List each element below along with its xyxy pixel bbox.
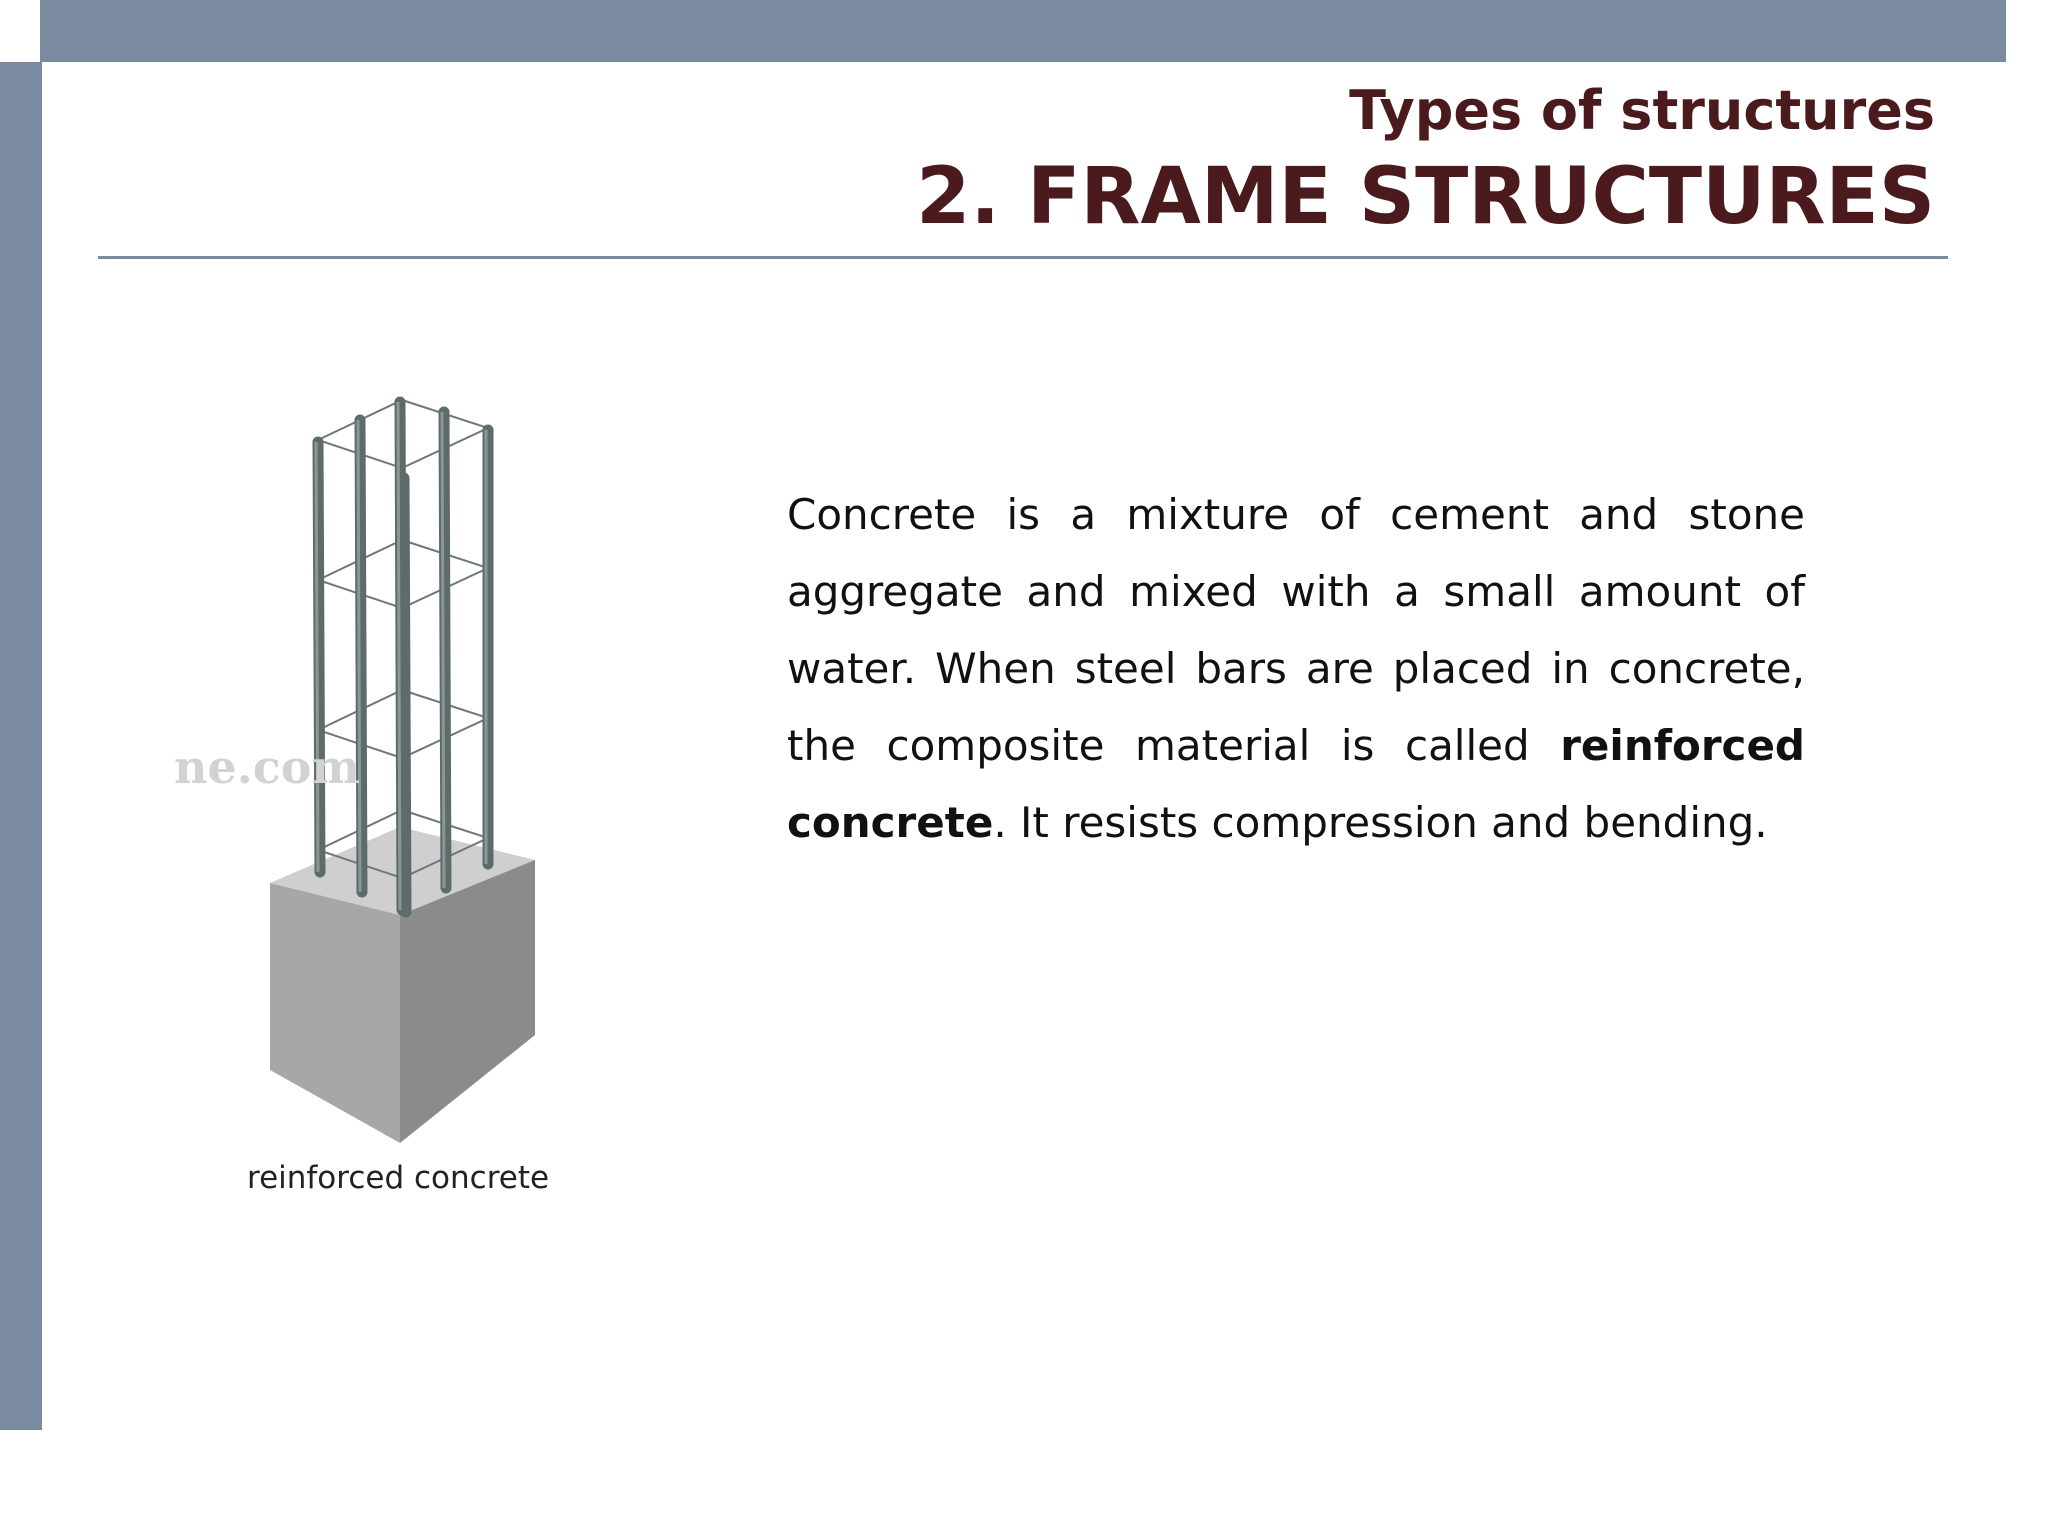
top-accent-bar bbox=[40, 0, 2006, 62]
reinforced-concrete-illustration: ne.com reinforced concrete bbox=[170, 380, 570, 1220]
rebars bbox=[312, 396, 494, 918]
body-paragraph: Concrete is a mixture of cement and ston… bbox=[787, 476, 1805, 861]
body-bold-term: reinforced concrete bbox=[787, 721, 1805, 847]
block-right-face bbox=[400, 860, 535, 1143]
title-divider bbox=[98, 256, 1948, 259]
body-text-before: Concrete is a mixture of cement and ston… bbox=[787, 490, 1805, 770]
image-watermark: ne.com bbox=[174, 740, 361, 794]
rebar-highlights bbox=[314, 401, 488, 911]
figure-caption: reinforced concrete bbox=[247, 1160, 550, 1196]
column-drawing bbox=[270, 396, 535, 1143]
slide-subtitle: Types of structures bbox=[1349, 79, 1935, 142]
block-left-face bbox=[270, 883, 400, 1143]
slide-title: 2. FRAME STRUCTURES bbox=[916, 152, 1935, 242]
body-text-after: . It resists compression and bending. bbox=[993, 798, 1768, 847]
left-accent-bar bbox=[0, 62, 42, 1430]
